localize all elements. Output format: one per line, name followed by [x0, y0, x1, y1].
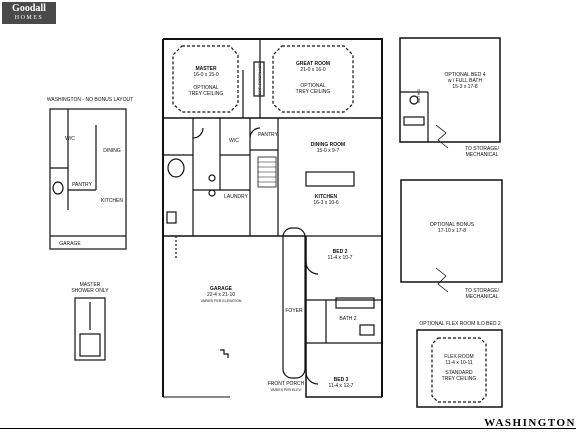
master-shower-line2: SHOWER ONLY: [71, 288, 109, 294]
no-bonus-wic: W/C: [65, 136, 75, 142]
storage1-line2: MECHANICAL: [466, 152, 499, 158]
flex-title: OPTIONAL FLEX ROOM ILO BED 2: [419, 321, 500, 327]
front-porch-label: FRONT PORCH: [268, 381, 305, 387]
flex-label: FLEX ROOM: [444, 354, 473, 360]
garage-label: GARAGE: [210, 286, 233, 292]
master-note1: OPTIONAL: [193, 85, 219, 91]
bed4-bath-label: BATH 3: [416, 88, 421, 102]
master-note2: TREY CEILING: [189, 91, 224, 97]
kitchen-label: KITCHEN: [315, 194, 338, 200]
storage2-line2: MECHANICAL: [466, 294, 499, 300]
no-bonus-dining: DINING: [103, 148, 121, 154]
kitchen-dims: 16-3 x 10-6: [313, 200, 339, 206]
plan-name-title: WASHINGTON: [484, 417, 576, 429]
laundry-label: LAUNDRY: [224, 194, 248, 200]
optional-bed4-plan: [399, 37, 501, 149]
bottom-rule: [0, 428, 576, 429]
optional-flex-plan: [416, 329, 503, 408]
master-shower-plan: [74, 297, 106, 361]
no-bonus-garage: GARAGE: [59, 241, 81, 247]
great-room-note2: TREY CEILING: [296, 89, 331, 95]
fireplace-label: OPT. FIREPLACE: [257, 63, 262, 96]
logo-line1: Goodall: [12, 3, 46, 14]
no-bonus-kitchen: KITCHEN: [101, 198, 123, 204]
dining-room-label: DINING ROOM: [311, 142, 345, 148]
flex-note1: STANDARD: [445, 370, 473, 376]
optional-bonus-plan: [400, 179, 503, 293]
master-shower-line1: MASTER: [80, 282, 101, 288]
front-porch-note: VARIES PER ELEV.: [270, 388, 301, 392]
no-bonus-pantry: PANTRY: [72, 182, 92, 188]
flex-dims: 11-4 x 10-11: [445, 360, 473, 366]
pantry-label: PANTRY: [258, 132, 278, 138]
great-room-note1: OPTIONAL: [300, 83, 326, 89]
bed2-dims: 11-4 x 10-7: [328, 255, 353, 261]
flex-note2: TREY CEILING: [442, 376, 477, 382]
great-room-label: GREAT ROOM: [296, 61, 330, 67]
master-label: MASTER: [195, 66, 217, 72]
no-bonus-title: WASHINGTON - NO BONUS LAYOUT: [47, 97, 133, 103]
bonus-label: OPTIONAL BONUS: [430, 222, 475, 228]
wic-label: W/C: [229, 138, 239, 144]
foyer-label: FOYER: [285, 308, 303, 314]
bed3-dims: 11-4 x 12-7: [329, 383, 354, 389]
bed4-line2: w / FULL BATH: [448, 78, 483, 84]
bed4-line1: OPTIONAL BED 4: [445, 72, 486, 78]
storage2-line1: TO STORAGE/: [465, 288, 500, 294]
great-room-dims: 21-0 x 16-0: [300, 67, 326, 73]
bed2-label: BED 2: [333, 249, 348, 255]
bed4-dims: 15-3 x 17-8: [452, 84, 478, 90]
storage1-line1: TO STORAGE/: [465, 146, 500, 152]
dining-room-dims: 15-0 x 9-7: [317, 148, 340, 154]
goodall-homes-logo: Goodall HOMES: [2, 2, 56, 24]
bed3-label: BED 3: [334, 377, 349, 383]
bonus-dims: 17-10 x 17-8: [438, 228, 466, 234]
main-floor-plan: [162, 38, 383, 398]
logo-line2: HOMES: [14, 15, 44, 21]
master-dims: 16-0 x 15-0: [193, 72, 219, 78]
garage-note: VARIES PER ELEVATION: [201, 299, 242, 303]
garage-dims: 22-4 x 21-10: [207, 292, 235, 298]
no-bonus-layout-plan: [49, 108, 127, 250]
bath2-label: BATH 2: [339, 316, 356, 322]
